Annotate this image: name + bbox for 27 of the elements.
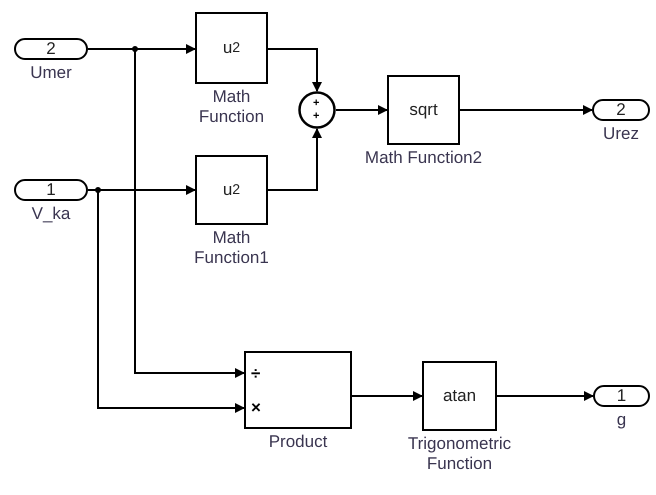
- signal-arrow: [336, 105, 388, 115]
- signal-arrow: [268, 48, 322, 92]
- block-name: Umer: [29, 63, 73, 84]
- port-block: 2: [592, 99, 650, 121]
- sign-mark: +: [313, 98, 320, 109]
- signal-arrow: [268, 128, 322, 191]
- signal-arrow: [497, 391, 594, 401]
- block-name: g: [616, 410, 628, 430]
- port-block: 1: [593, 385, 650, 407]
- product-block: [244, 351, 352, 429]
- port-sign: ×: [251, 399, 261, 416]
- port-block: 2: [14, 38, 88, 60]
- signal-arrow: [460, 105, 593, 115]
- block-name: V_ka: [30, 204, 72, 224]
- block-name: Math Function2: [364, 148, 484, 168]
- sign-mark: +: [313, 111, 320, 122]
- block-name: Product: [268, 432, 328, 452]
- sum-block: [298, 91, 336, 129]
- block-name: Trigonometric Function: [406, 434, 512, 475]
- function-block: atan: [422, 361, 497, 431]
- port-sign: ÷: [251, 365, 260, 382]
- block-name: Math Function: [198, 87, 266, 128]
- block-name: Urez: [602, 124, 640, 144]
- function-block: sqrt: [387, 75, 460, 145]
- signal-arrow: [352, 391, 423, 401]
- block-name: Math Function1: [193, 228, 270, 269]
- port-block: 1: [14, 179, 88, 201]
